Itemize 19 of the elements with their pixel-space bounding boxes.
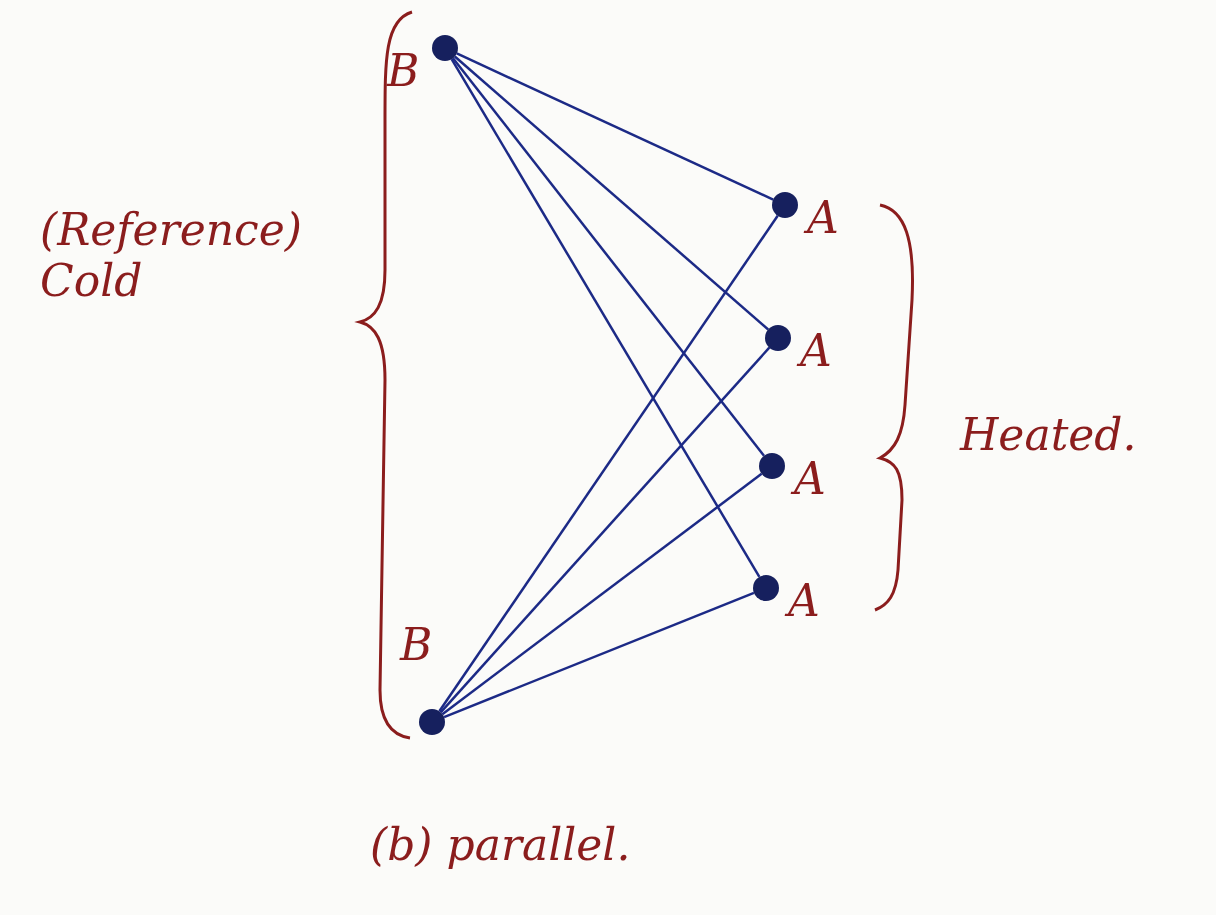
wire [438,215,779,712]
group-label: (Reference) Cold [40,205,303,307]
caption: (b) parallel. [370,820,631,871]
junction-dot [419,709,445,735]
wire [452,57,765,457]
junction-dot [772,192,798,218]
junction-dot [759,453,785,479]
wire [443,591,755,719]
junction-dot [765,325,791,351]
junction-dot [753,575,779,601]
wire [453,55,770,331]
group-label: Heated. [960,410,1138,461]
wire [456,52,774,201]
wire [450,58,761,578]
wire [439,346,771,714]
wire [441,472,763,716]
terminal-label: B [387,46,420,97]
junction-dot [432,35,458,61]
terminal-label: B [400,620,433,671]
